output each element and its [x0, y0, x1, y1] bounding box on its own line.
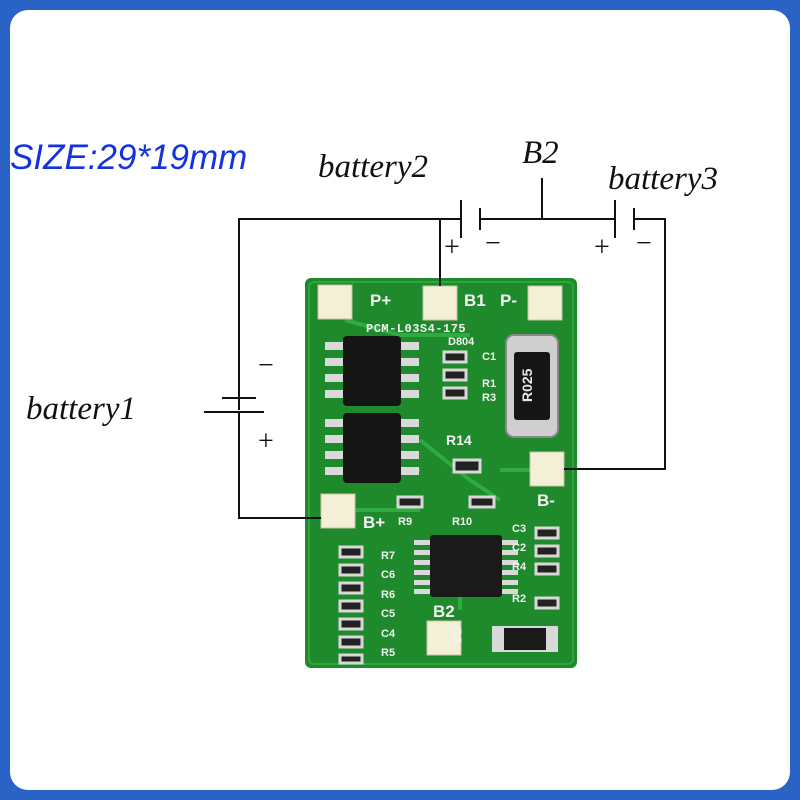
battery2-label: battery2: [318, 149, 428, 185]
battery3-label: battery3: [608, 161, 718, 197]
shunt-resistor: [505, 334, 559, 438]
label-p-plus: P+: [370, 291, 392, 310]
protection-ic: [414, 535, 518, 597]
label-b-minus: B-: [537, 491, 555, 510]
smd-components: [338, 350, 560, 665]
pad-b-plus: [320, 493, 356, 529]
label-r7: R7: [381, 550, 396, 562]
pad-b-minus: [529, 451, 565, 487]
pcb-model: PCM-L03S4-175: [366, 322, 467, 336]
label-r2: R2: [512, 593, 527, 605]
label-c3: C3: [512, 523, 527, 535]
label-b1: B1: [464, 291, 486, 310]
label-r5: R5: [381, 647, 396, 659]
mosfet-2: [325, 413, 419, 483]
label-c4: C4: [381, 628, 396, 640]
battery2-plus-sign: +: [444, 232, 460, 263]
label-r14: R14: [446, 432, 472, 448]
label-d804: D804: [448, 336, 475, 348]
b2-label: B2: [522, 135, 559, 171]
battery1-label: battery1: [26, 391, 136, 427]
label-r6: R6: [381, 589, 396, 601]
label-r9: R9: [398, 516, 413, 528]
label-c8: C8: [449, 626, 465, 644]
label-c5: C5: [381, 608, 396, 620]
label-b2: B2: [433, 602, 455, 621]
label-c6: C6: [381, 569, 396, 581]
pad-p-minus: [527, 285, 563, 321]
battery1-minus-sign: −: [258, 350, 274, 381]
battery1-plus-sign: +: [258, 426, 274, 457]
label-r10: R10: [452, 516, 473, 528]
label-b-plus: B+: [363, 513, 386, 532]
label-c2: C2: [512, 542, 527, 554]
label-p-minus: P-: [500, 291, 517, 310]
label-shunt: R025: [519, 368, 535, 402]
pad-b1: [422, 285, 458, 321]
battery2-minus-sign: −: [485, 228, 501, 259]
label-r1: R1: [482, 378, 497, 390]
battery3-plus-sign: +: [594, 232, 610, 263]
pad-p-plus: [317, 284, 353, 320]
label-c1: C1: [482, 351, 497, 363]
battery3-minus-sign: −: [636, 228, 652, 259]
size-label: SIZE:29*19mm: [10, 138, 248, 177]
capacitor-c8: [492, 626, 558, 652]
label-r4: R4: [512, 561, 527, 573]
mosfet-1: [325, 336, 419, 406]
label-r3: R3: [482, 392, 497, 404]
pad-b2: [426, 620, 462, 656]
